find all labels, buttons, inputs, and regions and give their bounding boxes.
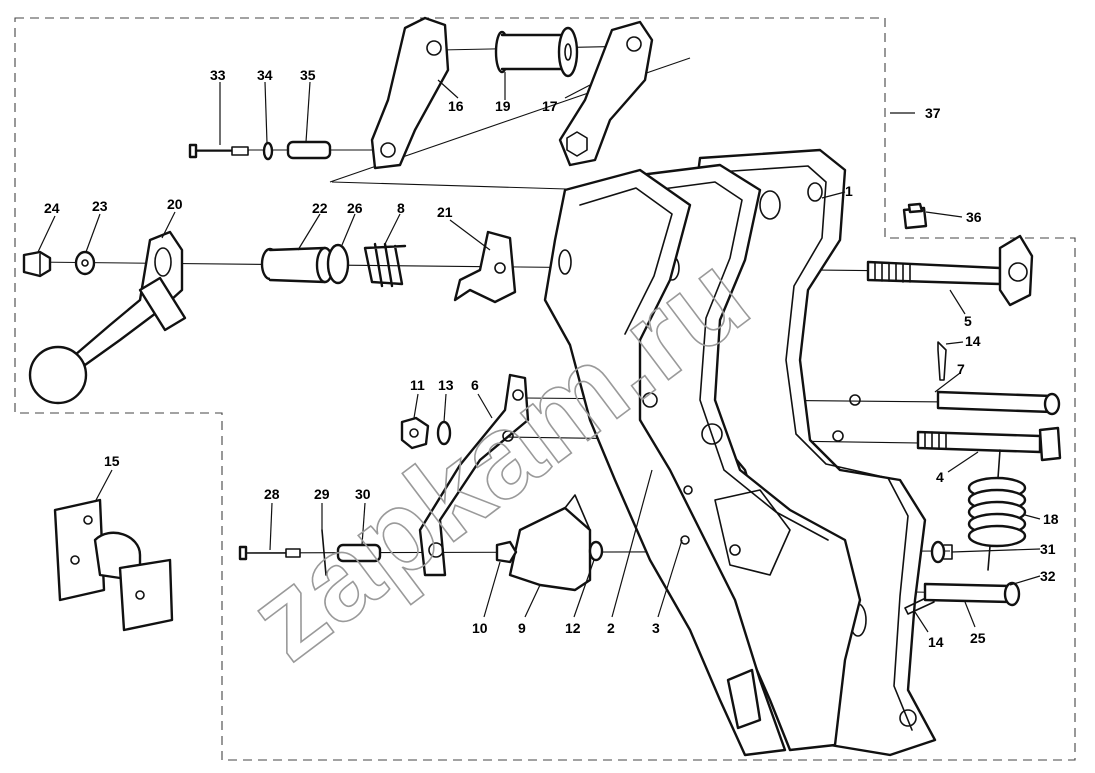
link-plate-16 bbox=[370, 16, 450, 170]
callout-9: 9 bbox=[518, 620, 526, 636]
callout-24: 24 bbox=[44, 200, 60, 216]
callout-31: 31 bbox=[1040, 541, 1056, 557]
callout-5: 5 bbox=[964, 313, 972, 329]
callout-25: 25 bbox=[970, 630, 986, 646]
callout-36: 36 bbox=[966, 209, 982, 225]
callout-26: 26 bbox=[347, 200, 363, 216]
callout-6: 6 bbox=[471, 377, 479, 393]
callout-leaders bbox=[37, 72, 1041, 633]
bolt-4 bbox=[916, 426, 1062, 462]
washer-23 bbox=[74, 250, 96, 276]
callout-10: 10 bbox=[472, 620, 488, 636]
pin-19 bbox=[494, 26, 579, 78]
callout-1: 1 bbox=[845, 183, 853, 199]
callout-18: 18 bbox=[1043, 511, 1059, 527]
callout-35: 35 bbox=[300, 67, 316, 83]
callout-3: 3 bbox=[652, 620, 660, 636]
coil-spring-18 bbox=[967, 449, 1027, 571]
callout-21: 21 bbox=[437, 204, 453, 220]
callout-20: 20 bbox=[167, 196, 183, 212]
lever-plate-21 bbox=[453, 230, 517, 304]
sleeve-30 bbox=[336, 543, 382, 563]
callout-12: 12 bbox=[565, 620, 581, 636]
bracket-15 bbox=[53, 498, 174, 632]
callout-17: 17 bbox=[542, 98, 558, 114]
bushing-22 bbox=[260, 246, 335, 284]
middle-plate bbox=[626, 163, 862, 752]
callout-2: 2 bbox=[607, 620, 615, 636]
callout-13: 13 bbox=[438, 377, 454, 393]
nut-31 bbox=[930, 540, 953, 564]
ring-26 bbox=[326, 243, 350, 285]
callout-14-bottom: 14 bbox=[928, 634, 944, 650]
callout-8: 8 bbox=[397, 200, 405, 216]
front-plate bbox=[543, 168, 787, 757]
pin-7 bbox=[936, 390, 1061, 416]
side-link-6 bbox=[418, 373, 530, 577]
callout-labels: 1 2 3 4 5 6 7 8 9 10 11 12 13 14 14 15 1… bbox=[44, 67, 1059, 650]
spring-8 bbox=[363, 242, 407, 288]
callout-32: 32 bbox=[1040, 568, 1056, 584]
callout-29: 29 bbox=[314, 486, 330, 502]
assembly-boundary bbox=[14, 17, 1076, 761]
bolt-24 bbox=[22, 250, 52, 278]
callout-28: 28 bbox=[264, 486, 280, 502]
pin-33-washer-34-sleeve-35 bbox=[188, 140, 332, 161]
nut-12 bbox=[588, 540, 604, 562]
callout-37: 37 bbox=[925, 105, 941, 121]
cotter-pin-14-bottom bbox=[904, 595, 935, 615]
callout-14-top: 14 bbox=[965, 333, 981, 349]
callout-16: 16 bbox=[448, 98, 464, 114]
grease-fitting-36 bbox=[902, 202, 928, 230]
callout-19: 19 bbox=[495, 98, 511, 114]
nut-10 bbox=[495, 540, 518, 564]
callout-7: 7 bbox=[957, 361, 965, 377]
bracket-9 bbox=[508, 494, 592, 592]
wire-29 bbox=[321, 529, 327, 576]
callout-23: 23 bbox=[92, 198, 108, 214]
cotter-pin-14-top bbox=[937, 341, 947, 381]
callout-15: 15 bbox=[104, 453, 120, 469]
callout-34: 34 bbox=[257, 67, 273, 83]
callout-11: 11 bbox=[410, 377, 425, 393]
long-bolt-5 bbox=[866, 234, 1034, 307]
lever-arm-17 bbox=[558, 20, 654, 167]
hand-lever-20 bbox=[28, 230, 187, 405]
clevis-pin-25 bbox=[923, 581, 1021, 607]
callout-30: 30 bbox=[355, 486, 371, 502]
nut-11 bbox=[400, 416, 430, 450]
callout-22: 22 bbox=[312, 200, 328, 216]
callout-33: 33 bbox=[210, 67, 226, 83]
pin-28 bbox=[238, 545, 301, 561]
callout-4: 4 bbox=[936, 469, 944, 485]
